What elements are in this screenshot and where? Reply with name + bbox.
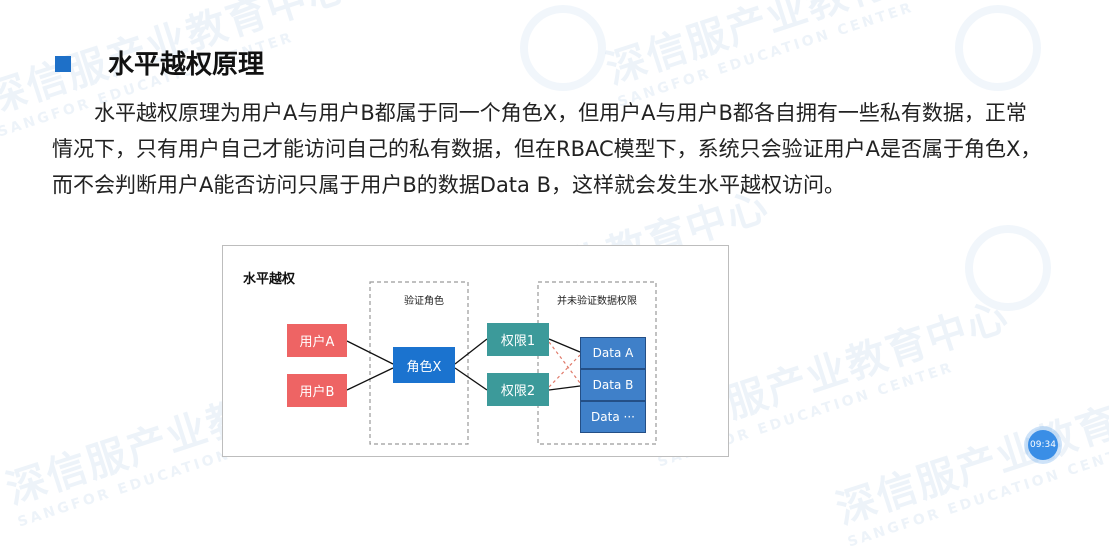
- connector-perm1-dataa: [548, 338, 581, 353]
- watermark: 深信服产业教育中心 SANGFOR EDUCATION CENTER: [600, 0, 975, 111]
- video-time-badge[interactable]: 09:34: [1028, 430, 1058, 460]
- cross-perm1-datab: [548, 341, 581, 384]
- data-a-box: Data A: [580, 337, 646, 369]
- user-b-box: 用户B: [287, 374, 347, 407]
- permission-1-box: 权限1: [487, 323, 549, 356]
- no-verify-frame: [537, 281, 657, 445]
- section-title: 水平越权原理: [108, 50, 265, 80]
- verify-role-label: 验证角色: [404, 296, 444, 307]
- no-verify-label: 并未验证数据权限: [557, 296, 637, 307]
- watermark-logo: [965, 225, 1051, 311]
- user-a-box: 用户A: [287, 324, 347, 357]
- permission-2-box: 权限2: [487, 373, 549, 406]
- diagram-connectors: [346, 281, 657, 445]
- watermark-logo: [955, 5, 1041, 91]
- role-x-box: 角色X: [393, 347, 455, 383]
- diagram-title: 水平越权: [243, 272, 296, 287]
- data-more-box: Data ···: [580, 401, 646, 433]
- connector-usera-role: [346, 340, 394, 365]
- cross-perm2-dataa: [548, 354, 581, 388]
- connector-role-perm2: [454, 367, 488, 391]
- data-b-box: Data B: [580, 369, 646, 401]
- watermark-logo: [520, 5, 606, 91]
- section-bullet: [55, 56, 71, 72]
- watermark: 深信服产业教育中心 SANGFOR EDUCATION CENTER: [830, 372, 1109, 551]
- connector-userb-role: [346, 367, 394, 391]
- section-paragraph: 水平越权原理为用户A与用户B都属于同一个角色X，但用户A与用户B都各自拥有一些私…: [52, 101, 1042, 197]
- connector-perm2-datab: [548, 385, 581, 391]
- connector-role-perm1: [454, 338, 488, 365]
- horizontal-privilege-diagram: 水平越权 验证角色 并未验证数据权限 用户A 用户B 角色X 权限1 权限2 D…: [222, 245, 729, 457]
- verify-role-frame: [369, 281, 469, 445]
